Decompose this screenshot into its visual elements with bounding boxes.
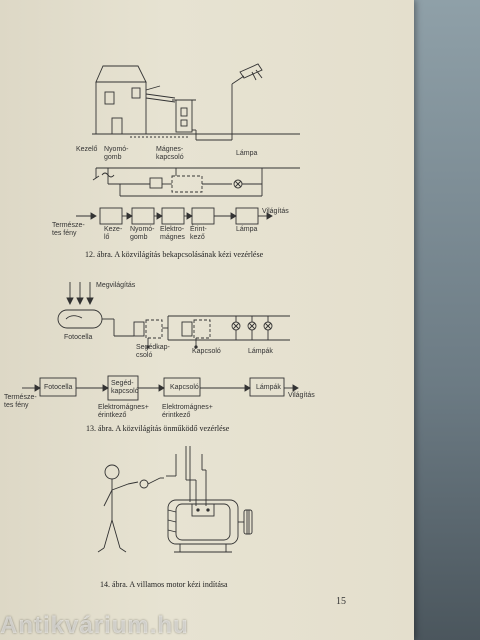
label-kezelo: Kezelő [76, 146, 98, 153]
label-elektromagnes: Elektro- mágnes [160, 226, 185, 241]
watermark-text: Antikvárium.hu [0, 612, 189, 639]
caption-figure-13: 13. ábra. A közvilágítás önműködő vezérl… [86, 424, 230, 433]
caption-figure-12: 12. ábra. A közvilágítás bekapcsolásának… [85, 250, 264, 259]
caption-figure-14: 14. ábra. A villamos motor kézi indítása [100, 580, 228, 589]
label-termeszetes-feny-2: Természe- tes fény [4, 394, 37, 409]
label-termeszetes-feny: Természe- tes fény [52, 222, 85, 237]
label-lampak: Lámpák [248, 348, 273, 355]
label-fotocella-block: Fotocella [44, 384, 73, 391]
label-lampa: Lámpa [236, 150, 258, 157]
label-segedkapcsolo: Segédkap- csoló [136, 344, 170, 359]
label-lampak-block: Lámpák [256, 384, 281, 391]
label-kapcsolo: Kapcsoló [192, 348, 221, 355]
book-page: Kezelő Nyomó- gomb Mágnes- kapcsoló Lámp… [0, 0, 414, 640]
label-megvilagitas: Megvilágítás [96, 282, 136, 289]
label-kapcsolo-block: Kapcsoló [170, 384, 199, 391]
label-elektromagnes-erintkezo-2: Elektromágnes+ érintkező [162, 404, 213, 419]
label-nyomogomb: Nyomó- gomb [104, 146, 129, 161]
label-elektromagnes-erintkezo-1: Elektromágnes+ érintkező [98, 404, 149, 419]
label-segedkapcsolo-block: Segéd- kapcsoló [111, 380, 139, 395]
label-lampa-block: Lámpa [236, 226, 258, 233]
label-nyomogomb-block: Nyomó- gomb [130, 226, 155, 241]
figure-14-drawing [97, 446, 253, 553]
label-erintkezo: Érint- kező [190, 226, 207, 241]
label-fotocella: Fotocella [64, 334, 93, 341]
label-magneskapcsolo: Mágnes- kapcsoló [156, 146, 184, 161]
label-vilagitas: Világítás [262, 208, 289, 215]
label-kezelo-block: Keze- lő [104, 226, 123, 241]
figure-13-drawing [22, 282, 299, 401]
label-vilagitas-2: Világítás [288, 392, 315, 399]
figure-12-drawing [76, 63, 300, 225]
page-number: 15 [336, 596, 346, 607]
